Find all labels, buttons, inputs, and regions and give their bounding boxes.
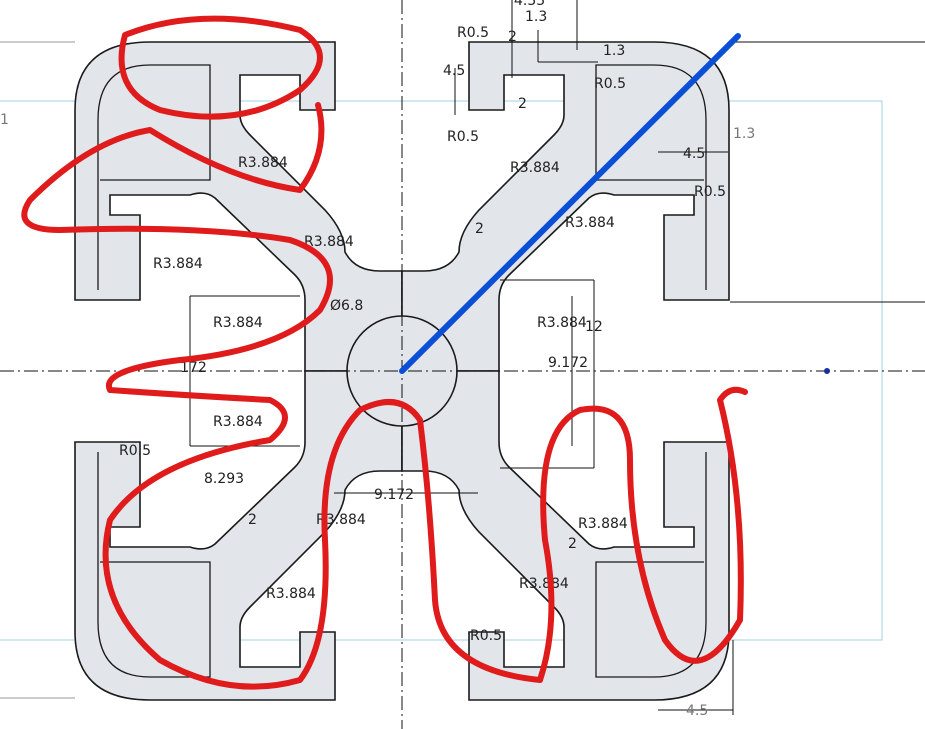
inner-offset-line	[595, 452, 707, 678]
dim-label[interactable]: 172	[180, 360, 207, 376]
red-scribble	[21, 102, 748, 690]
dimension-labels: 4.55 1.3 R0.5 2 1.3 4.5 R0.5 2 R0.5 1.3 …	[0, 0, 755, 719]
dim-label[interactable]: R3.884	[578, 516, 628, 532]
dim-label[interactable]: R0.5	[119, 443, 151, 459]
red-scribble	[118, 15, 323, 120]
blue-annotation-line	[399, 33, 741, 374]
dim-label[interactable]: 4.55	[514, 0, 545, 9]
dim-label[interactable]: 1.3	[733, 126, 755, 142]
dim-label[interactable]: 1.3	[525, 9, 547, 25]
dim-label[interactable]: 2	[568, 536, 577, 552]
dim-label[interactable]: 4.5	[686, 703, 708, 719]
inner-offset-line	[595, 64, 707, 290]
dim-label[interactable]: 1.3	[603, 43, 625, 59]
dim-label[interactable]: 12	[585, 319, 603, 335]
dim-label[interactable]: 2	[475, 221, 484, 237]
dim-label[interactable]: 2	[518, 96, 527, 112]
inner-offset-line	[97, 452, 211, 678]
extrusion-profile[interactable]	[74, 41, 730, 701]
dim-label[interactable]: R3.884	[304, 234, 354, 250]
dim-label[interactable]: Ø6.8	[330, 298, 363, 314]
dim-label[interactable]: R0.5	[470, 628, 502, 644]
dim-label[interactable]: 2	[248, 512, 257, 528]
dim-label[interactable]: R3.884	[213, 315, 263, 331]
red-scribble-annotations	[21, 15, 748, 690]
dim-label[interactable]: R0.5	[447, 129, 479, 145]
dim-label[interactable]: 1	[0, 112, 9, 128]
dim-label[interactable]: R3.884	[565, 215, 615, 231]
dim-label[interactable]: 4.5	[683, 146, 705, 162]
dim-label[interactable]: R3.884	[213, 414, 263, 430]
axis-point[interactable]	[824, 368, 830, 374]
dim-label[interactable]: R3.884	[238, 155, 288, 171]
dim-label[interactable]: R0.5	[457, 25, 489, 41]
dim-label[interactable]: 8.293	[204, 471, 244, 487]
inner-offset-line	[97, 64, 211, 290]
dim-label[interactable]: 4.5	[443, 63, 465, 79]
dim-label[interactable]: R3.884	[316, 512, 366, 528]
dim-label[interactable]: R3.884	[537, 315, 587, 331]
dim-label[interactable]: 2	[508, 29, 517, 45]
dim-label[interactable]: R3.884	[519, 576, 569, 592]
profile-quadrant[interactable]	[74, 41, 403, 372]
dim-label[interactable]: R0.5	[694, 184, 726, 200]
dimension-lines	[189, 0, 734, 715]
dim-label[interactable]: R3.884	[510, 160, 560, 176]
dim-label[interactable]: R3.884	[153, 256, 203, 272]
dim-label[interactable]: 9.172	[548, 355, 588, 371]
dim-label[interactable]: R0.5	[594, 76, 626, 92]
dim-label[interactable]: R3.884	[266, 586, 316, 602]
dim-label[interactable]: 9.172	[374, 487, 414, 503]
